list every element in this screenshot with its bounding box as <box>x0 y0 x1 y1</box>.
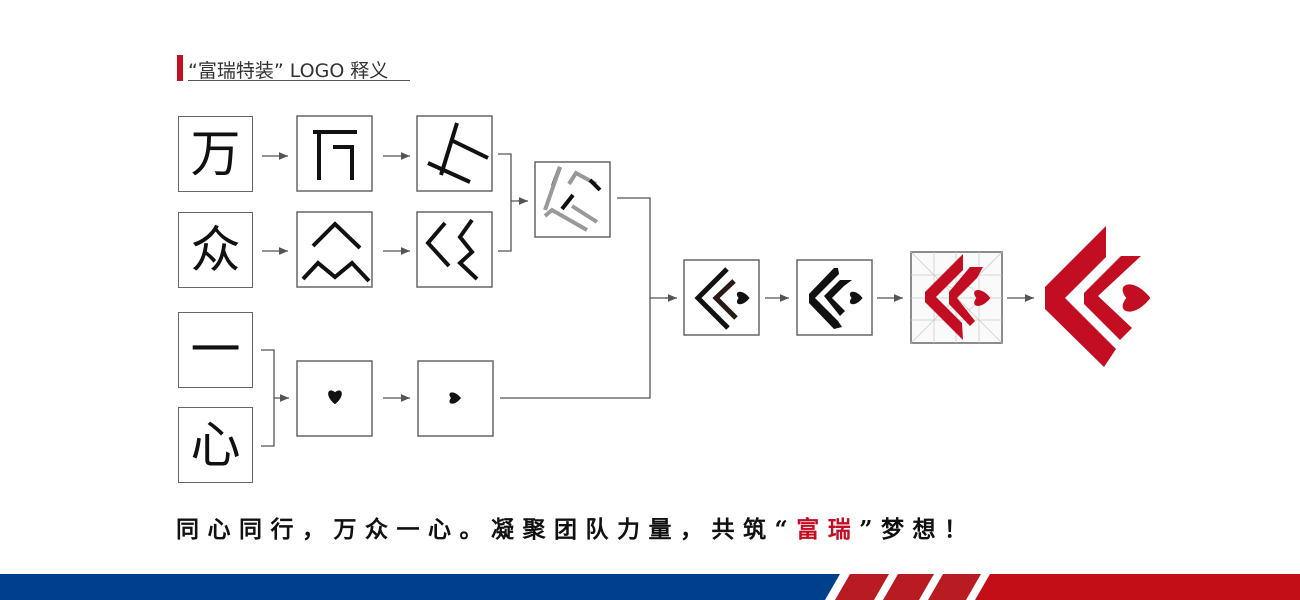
logo-stage-grid <box>910 251 1003 344</box>
step-box-zhong: 众 <box>178 212 253 288</box>
slogan: 同心同行，万众一心。凝聚团队力量，共筑“富瑞”梦想！ <box>176 510 975 544</box>
char-wan: 万 <box>190 125 241 183</box>
title-underline <box>188 80 410 81</box>
connector-arrows <box>261 152 1034 447</box>
char-zhong: 众 <box>190 221 241 279</box>
step-box-xin: 心 <box>178 407 253 483</box>
step-box-wan: 万 <box>178 116 253 192</box>
page-title: “富瑞特装” LOGO 释义 <box>188 60 389 82</box>
final-logo <box>1045 226 1151 367</box>
glyph-shapes <box>301 122 602 283</box>
logo-stage-solid <box>809 268 863 329</box>
footer-band <box>0 574 1300 600</box>
char-yi: 一 <box>190 321 241 379</box>
logo-stage-chevrons <box>694 267 750 330</box>
slogan-after: ”梦想！ <box>859 516 976 543</box>
slogan-before: 同心同行，万众一心。凝聚团队力量，共筑“ <box>176 516 797 543</box>
char-xin: 心 <box>190 416 241 474</box>
slogan-highlight: 富瑞 <box>796 516 860 543</box>
step-box-yi: 一 <box>178 312 253 388</box>
title-accent-bar <box>177 55 183 81</box>
